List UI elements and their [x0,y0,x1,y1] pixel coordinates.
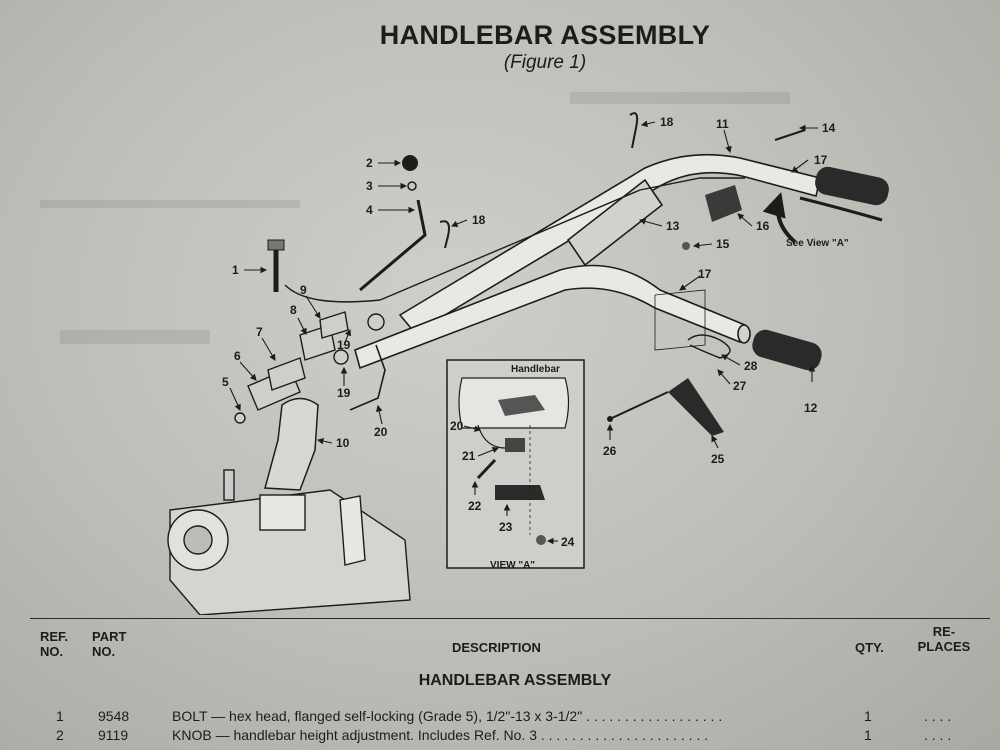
swivel-base-10 [264,397,319,491]
row-replaces: . . . . [924,708,952,724]
callout-24: 24 [561,535,575,549]
tiller-transmission [167,469,411,615]
callout-18-lower: 18 [472,213,486,227]
callout-5: 5 [222,375,229,389]
inset-screw-24 [536,535,546,545]
inset-handlebar-label: Handlebar [511,364,560,375]
callout-19-lower: 19 [337,386,351,400]
inset-part-21 [505,438,525,452]
callout-18-upper: 18 [660,115,674,129]
row-description: KNOB — handlebar height adjustment. Incl… [172,727,709,743]
cable-20 [349,344,386,411]
callout-27: 27 [733,379,747,393]
table-row: 2 9119 KNOB — handlebar height adjustmen… [0,727,1000,745]
inset-part-22 [476,458,497,480]
control-cable [284,177,745,303]
callout-9: 9 [300,283,307,297]
callout-19-upper: 19 [337,338,351,352]
row-description: BOLT — hex head, flanged self-locking (G… [172,708,723,724]
inset-switch [498,395,545,416]
header-description: DESCRIPTION [452,640,541,655]
screw-14 [774,129,806,141]
header-part-no: PART NO. [92,629,126,659]
nut-3 [407,181,417,191]
pin-26 [611,391,669,419]
callout-25: 25 [711,452,725,466]
callout-13: 13 [666,219,680,233]
nut-15 [682,242,690,250]
inset-part-23 [495,485,545,500]
header-part-line2: NO. [92,644,116,659]
header-replaces-line2: PLACES [917,639,971,654]
callout-14: 14 [822,121,836,135]
callout-3: 3 [366,179,373,193]
row-ref: 1 [56,708,64,724]
header-ref-no: REF. NO. [40,629,68,659]
row-replaces: . . . . [924,727,952,743]
header-ref-line1: REF. [40,629,69,644]
callout-20: 20 [374,425,388,439]
cable-tie-18-lower [439,220,450,249]
see-view-a-label: See View "A" [786,238,849,249]
header-qty: QTY. [855,640,884,655]
table-row: 1 9548 BOLT — hex head, flanged self-loc… [0,708,1000,726]
header-replaces: RE- PLACES [913,624,975,654]
callout-21: 21 [462,449,476,463]
inset-caption: VIEW "A" [490,560,535,571]
callout-12: 12 [804,401,818,415]
bracket-17-outline [654,289,706,351]
bleed-through-shadow [40,92,790,344]
callout-4: 4 [366,203,373,217]
callout-6: 6 [234,349,241,363]
cable-tie-18-upper [629,112,639,149]
callout-22: 22 [468,499,482,513]
handlebar-exploded-diagram: Handlebar VIEW "A" [40,92,889,615]
lever-16 [705,185,742,222]
callout-26: 26 [603,444,617,458]
leader-lines [229,120,818,545]
callout-10: 10 [336,436,350,450]
handlebar-lower [354,264,751,370]
grip-upper [815,166,889,206]
row-ref: 2 [56,727,64,743]
callout-15: 15 [716,237,730,251]
control-lever [799,196,883,222]
lever-25 [668,378,724,436]
table-top-rule [30,618,990,619]
table-section-heading: HANDLEBAR ASSEMBLY [418,672,612,689]
see-view-arrow [762,192,797,244]
view-a-inset: Handlebar VIEW "A" [446,359,585,571]
figure-subtitle: (Figure 1) [503,52,587,73]
row-part: 9548 [98,708,130,724]
callout-1: 1 [232,263,239,277]
page-title: HANDLEBAR ASSEMBLY [379,20,711,50]
pin-26-head [607,416,613,422]
callout-2: 2 [366,156,373,170]
knob-2 [402,155,418,171]
row-part: 9119 [98,727,129,743]
callout-7: 7 [256,325,263,339]
row-qty: 1 [864,708,872,724]
clip-28 [687,334,731,359]
bolt-head [267,239,285,251]
height-adjust-rod [359,199,427,292]
header-replaces-line1: RE- [932,624,956,639]
callout-17-upper: 17 [814,153,828,167]
callout-28: 28 [744,359,758,373]
handlebar-upper [398,153,821,335]
grip-lower [752,329,822,371]
header-part-line1: PART [92,629,127,644]
callout-11: 11 [716,117,729,131]
header-ref-line2: NO. [40,644,64,659]
callout-16: 16 [756,219,770,233]
row-qty: 1 [864,727,872,743]
callout-20-inset: 20 [450,419,464,433]
callout-8: 8 [290,303,297,317]
callout-17-lower: 17 [698,267,712,281]
callout-23: 23 [499,520,513,534]
